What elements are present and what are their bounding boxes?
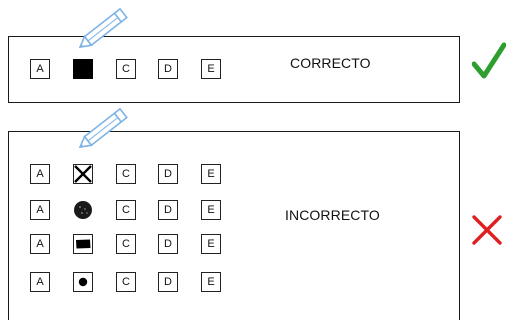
option-box-a: A: [30, 234, 50, 254]
option-box-e: E: [201, 200, 221, 220]
option-box-b-partial: [73, 234, 93, 254]
option-box-d: D: [158, 272, 178, 292]
option-box-e: E: [201, 272, 221, 292]
option-box-e: E: [201, 234, 221, 254]
option-box-c: C: [116, 59, 136, 79]
option-box-d: D: [158, 59, 178, 79]
scribble-mark-icon: [74, 201, 92, 219]
pencil-icon: [78, 7, 128, 49]
option-box-b-scribbled: [73, 200, 93, 220]
option-box-a: A: [30, 59, 50, 79]
option-box-a: A: [30, 272, 50, 292]
option-box-c: C: [116, 200, 136, 220]
option-box-b-filled: [73, 59, 93, 79]
option-box-b-dot: [73, 272, 93, 292]
check-icon: [472, 42, 506, 79]
option-box-c: C: [116, 234, 136, 254]
x-mark-icon: [74, 165, 92, 183]
cross-icon: [472, 215, 502, 245]
option-box-a: A: [30, 164, 50, 184]
option-box-a: A: [30, 200, 50, 220]
partial-fill-mark-icon: [76, 239, 91, 249]
option-box-e: E: [201, 164, 221, 184]
option-box-d: D: [158, 200, 178, 220]
incorrect-example-panel: A C D E A C D E A C D E A C D E: [8, 131, 460, 320]
incorrect-label: INCORRECTO: [285, 207, 380, 223]
option-box-b-crossed: [73, 164, 93, 184]
correct-label: CORRECTO: [290, 55, 371, 71]
correct-example-panel: A C D E CORRECTO: [8, 36, 460, 103]
option-box-d: D: [158, 234, 178, 254]
pencil-icon: [78, 107, 128, 149]
dot-mark-icon: [78, 277, 88, 287]
option-box-c: C: [116, 272, 136, 292]
option-box-e: E: [201, 59, 221, 79]
option-box-d: D: [158, 164, 178, 184]
option-box-c: C: [116, 164, 136, 184]
